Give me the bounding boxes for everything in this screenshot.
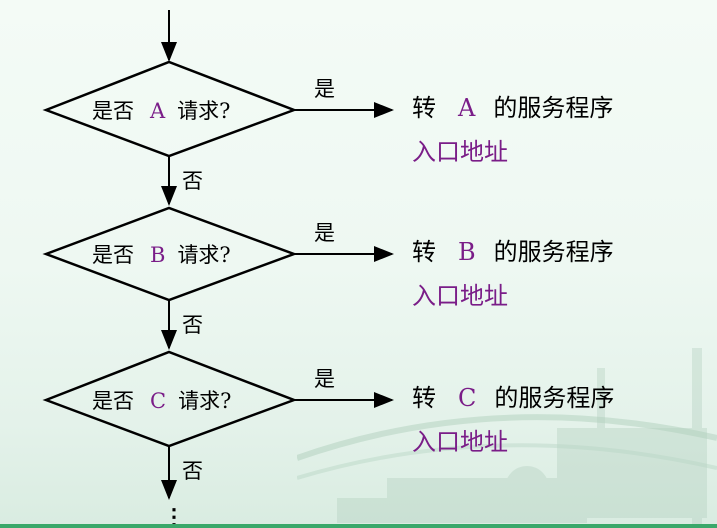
decision-letter: A [149,99,166,123]
decision-suffix: 请求? [177,99,230,123]
decision-prefix: 是否 [92,389,134,413]
target-line2: 入口地址 [412,138,508,166]
decision-suffix: 请求? [177,243,230,267]
yes-label: 是 [314,367,335,391]
target-suffix: 的服务程序 [493,94,613,122]
target-letter: B [458,238,476,266]
decision-prefix: 是否 [92,99,134,123]
no-label: 否 [182,313,203,337]
yes-label: 是 [314,77,335,101]
target-line2: 入口地址 [412,282,508,310]
campus-building-watermark [297,348,717,528]
decision-letter: C [150,389,166,413]
target-prefix: 转 [412,94,436,122]
target-line2: 入口地址 [412,428,508,456]
decision-diamond [42,350,298,448]
bottom-accent-bar [0,524,717,528]
no-label: 否 [182,169,203,193]
target-suffix: 的服务程序 [494,384,614,412]
decision-diamond [42,206,298,302]
decision-letter: B [150,243,165,267]
decision-suffix: 请求? [178,389,231,413]
target-prefix: 转 [412,384,436,412]
target-prefix: 转 [412,238,436,266]
decision-prefix: 是否 [92,243,134,267]
target-letter: A [457,94,476,122]
no-label: 否 [182,459,203,483]
continuation-dots: ⋮ [163,504,185,528]
target-letter: C [458,384,476,412]
target-suffix: 的服务程序 [494,238,614,266]
yes-label: 是 [314,221,335,245]
decision-diamond [42,60,298,158]
